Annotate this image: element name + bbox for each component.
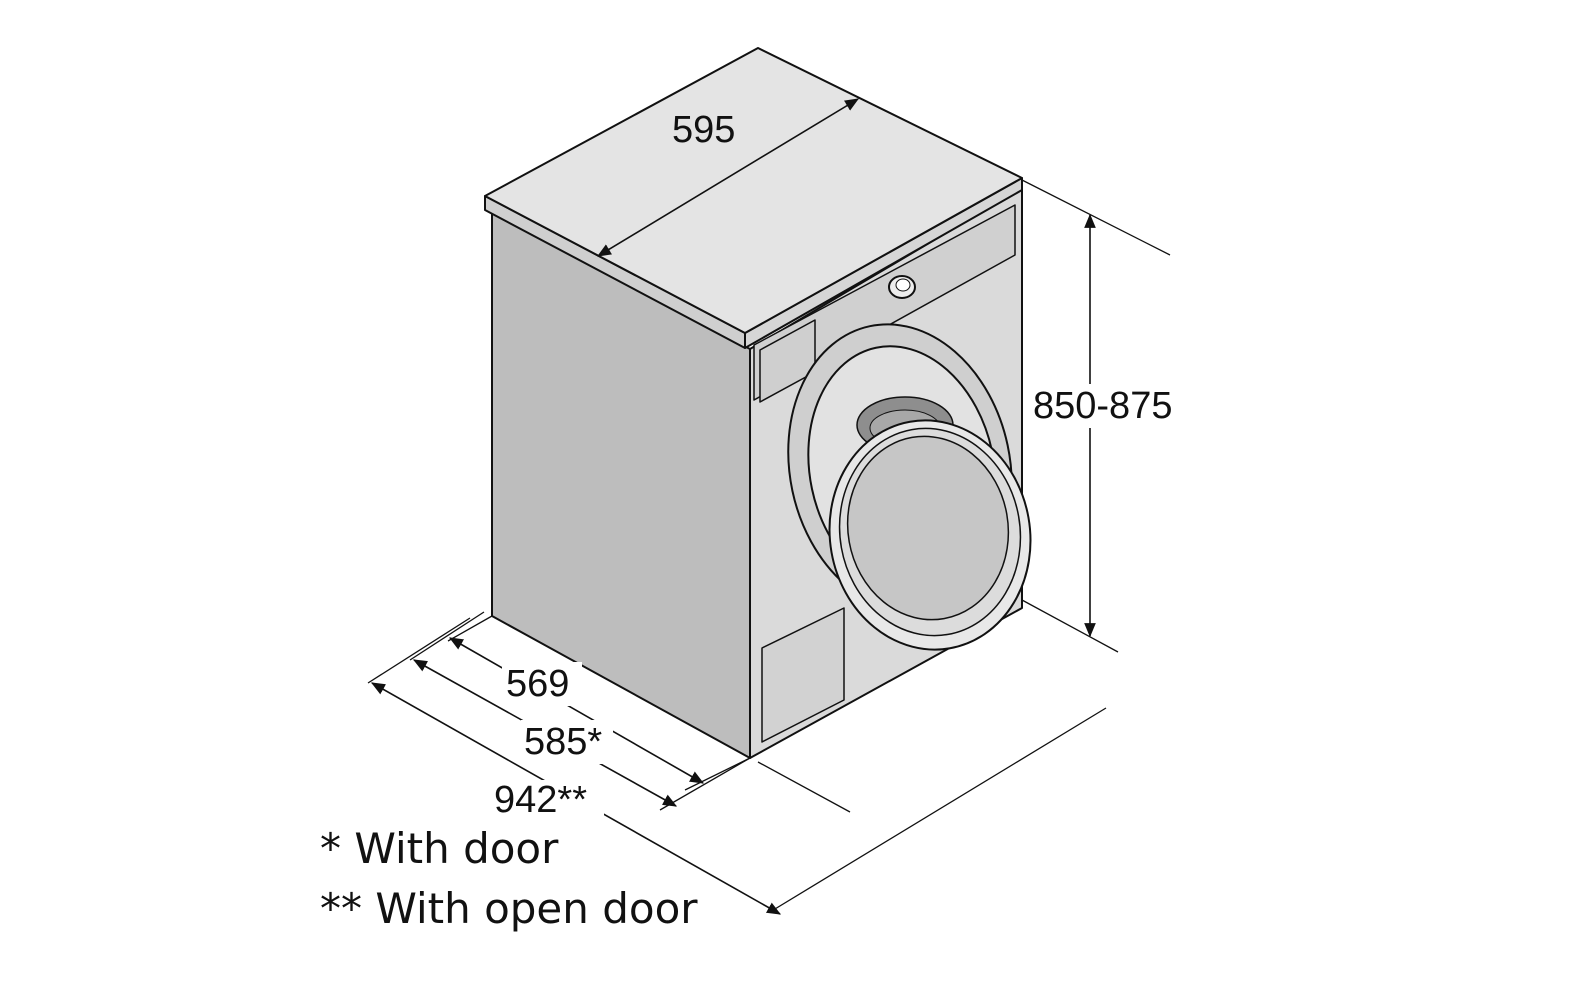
depth-open-door-label: 942**: [494, 779, 587, 821]
door-glass: [846, 435, 1010, 621]
note-with-door: * With door: [320, 824, 559, 873]
height-label: 850-875: [1033, 385, 1172, 427]
control-panel: [753, 204, 1016, 401]
washing-machine: [484, 47, 1032, 759]
note-with-open-door: ** With open door: [320, 884, 698, 933]
width-label: 595: [672, 109, 735, 151]
dimension-labels: 595 850-875 569 585* 942**: [492, 108, 1188, 824]
depth-label: 569: [506, 663, 569, 705]
depth-with-door-label: 585*: [524, 721, 602, 763]
width-dimension-line: [597, 98, 859, 257]
